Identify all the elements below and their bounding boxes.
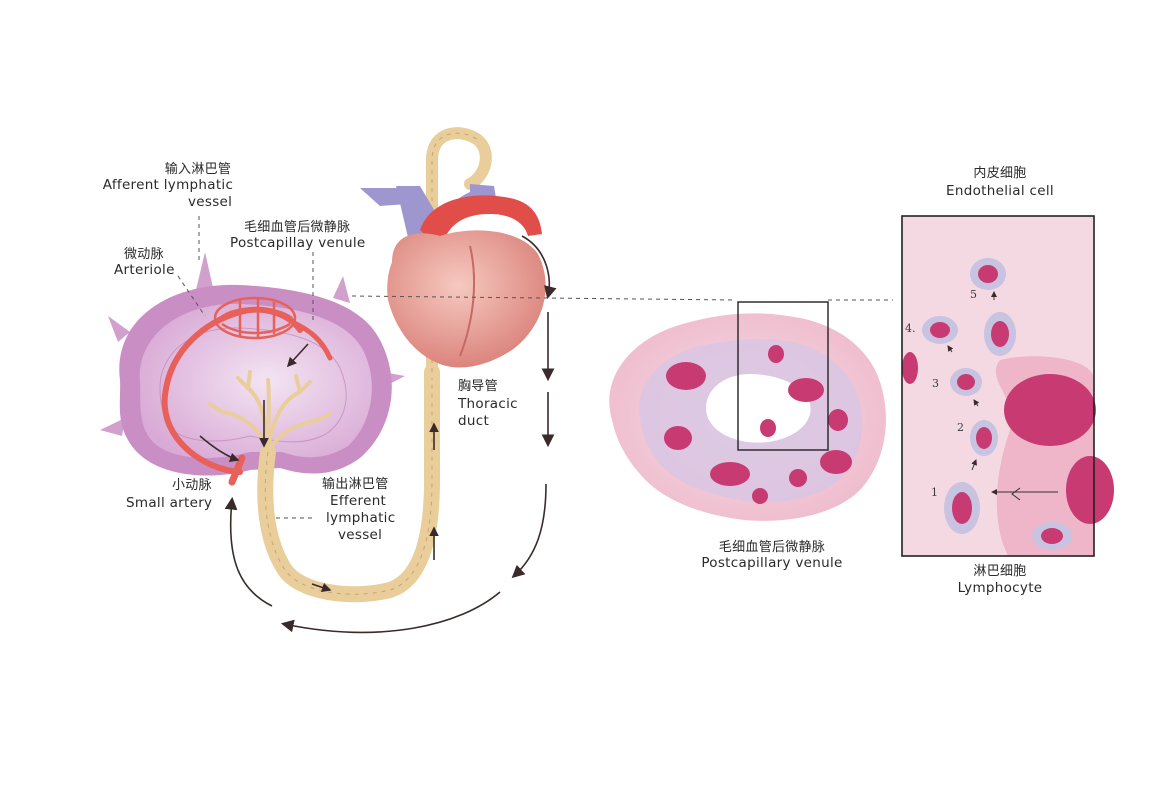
small-artery	[228, 454, 246, 486]
venule-section-label-zh: 毛细血管后微静脉	[718, 540, 826, 555]
thoracic-duct-label-en-2: duct	[458, 413, 490, 429]
arteriole-label-en: Arteriole	[114, 262, 175, 278]
small-artery-label-zh: 小动脉	[172, 478, 212, 493]
zoomed-endothelium-panel	[901, 215, 1114, 557]
small-artery-label-en: Small artery	[126, 495, 213, 511]
heart	[360, 184, 546, 368]
afferent-label-zh: 输入淋巴管	[164, 162, 232, 177]
lymphocyte-label-zh: 淋巴细胞	[973, 564, 1027, 579]
step-number-1: 1	[931, 486, 938, 499]
afferent-label-en-2: vessel	[188, 194, 233, 210]
thoracic-duct	[426, 127, 492, 378]
endothelial-label-en: Endothelial cell	[946, 183, 1054, 199]
thoracic-duct-label-zh: 胸导管	[458, 379, 498, 394]
arteriole-label-zh: 微动脉	[124, 247, 164, 262]
guide-lines	[177, 216, 893, 519]
step-number-2: 2	[957, 421, 964, 434]
capillary-network	[213, 296, 297, 340]
arteriole	[161, 306, 303, 475]
efferent-label-en-2: lymphatic	[326, 510, 396, 526]
thoracic-duct-label-en-1: Thoracic	[458, 396, 518, 412]
step-number-5: 5	[970, 288, 977, 301]
endothelial-label-zh: 内皮细胞	[973, 166, 1027, 181]
efferent-label-en-1: Efferent	[330, 493, 387, 509]
lymphocyte-label-en: Lymphocyte	[957, 580, 1043, 596]
postcapillary-label-zh: 毛细血管后微静脉	[244, 220, 351, 235]
zoom-box-small	[737, 301, 829, 451]
venule-cross-section	[609, 301, 886, 521]
circulation-arrows	[199, 235, 557, 634]
zoom-box-large	[901, 215, 1095, 557]
step-number-3: 3	[932, 377, 939, 390]
efferent-label-en-3: vessel	[338, 527, 383, 543]
step-number-4: 4.	[905, 322, 916, 335]
lymph-node	[100, 252, 440, 603]
lymphocyte-cells	[902, 258, 1072, 550]
postcapillary-venule	[289, 319, 333, 361]
venule-section-label-en: Postcapillary venule	[701, 555, 843, 571]
postcapillary-label-en: Postcapillay venule	[230, 235, 366, 251]
afferent-label-en-1: Afferent lymphatic	[102, 177, 234, 193]
efferent-label-zh: 输出淋巴管	[322, 477, 389, 492]
